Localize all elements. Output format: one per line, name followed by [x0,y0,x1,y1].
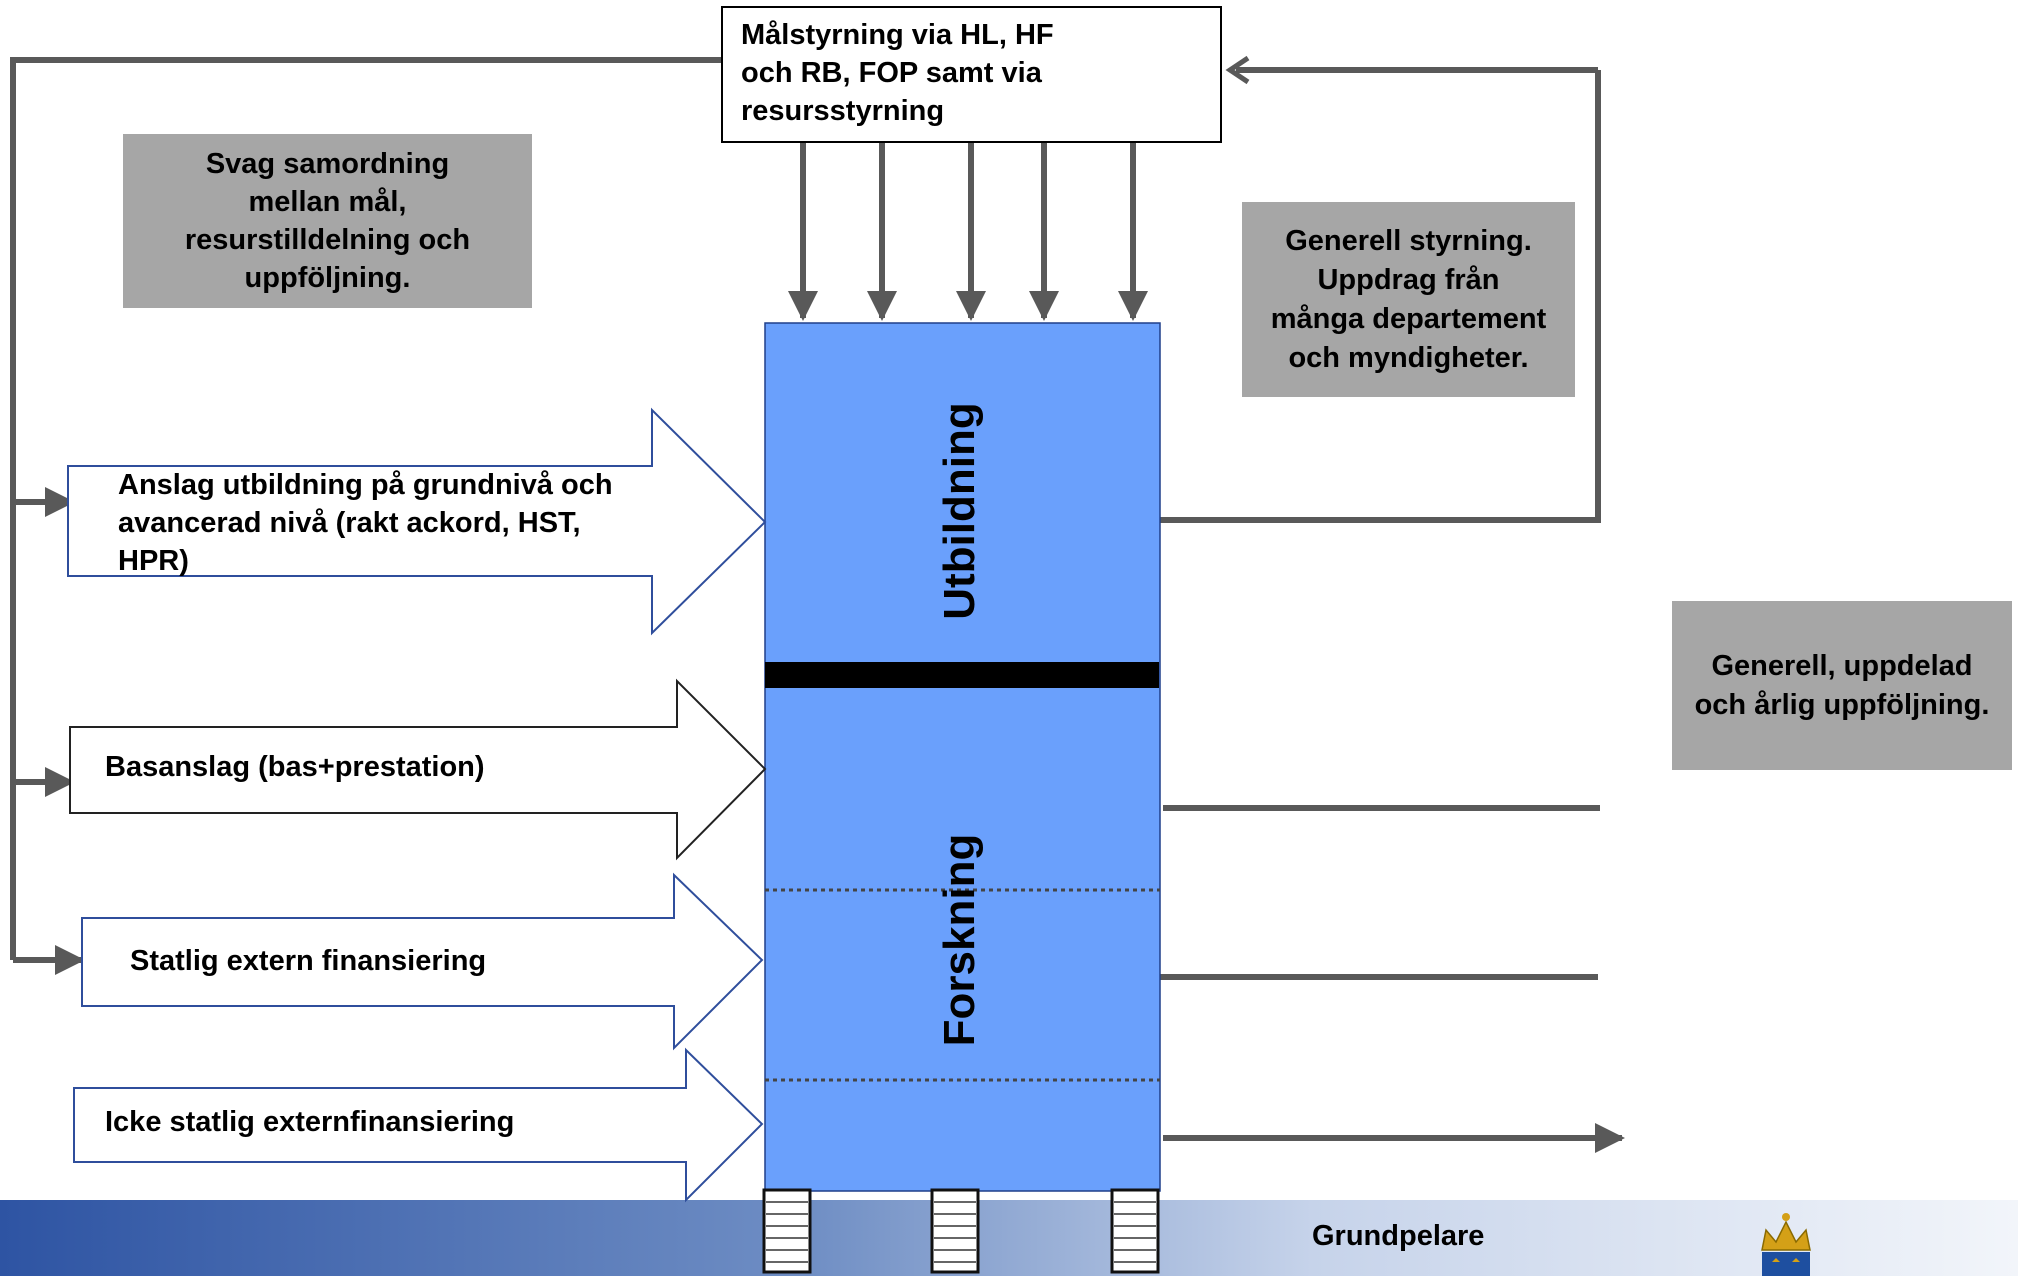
column-divider [765,662,1159,688]
input-label-3: Statlig extern finansiering [130,945,487,977]
crown-logo-icon [1761,1213,1811,1276]
right-connector [1160,70,1601,980]
column-label-utbildning: Utbildning [935,402,984,620]
note-left-text: Svag samordning mellan mål, resurstillde… [184,148,471,294]
note-right-top-text: Generell styrning. Uppdrag från många de… [1270,224,1547,374]
pillar-2 [930,1188,980,1274]
right-to-topbox-arrowhead [1225,55,1250,85]
note-left: Svag samordning mellan mål, resurstillde… [123,134,532,308]
input-label-4: Icke statlig externfinansiering [105,1106,515,1138]
note-right: Generell, uppdelad och årlig uppföljning… [1672,601,2012,770]
input-arrow-4 [73,1047,764,1203]
input-arrow-3 [81,872,764,1051]
pillar-1 [762,1188,812,1274]
top-box [721,6,1222,143]
input-label-1: Anslag utbildning på grundnivå och avanc… [118,469,613,577]
pillar-3 [1110,1188,1160,1274]
input-label-2: Basanslag (bas+prestation) [105,751,485,783]
column-label-forskning: Forskning [935,833,984,1047]
input-arrow-2 [69,678,767,861]
left-connector [10,57,722,960]
note-right-top: Generell styrning. Uppdrag från många de… [1242,202,1575,397]
central-column [764,322,1161,1192]
footer-label: Grundpelare [1312,1220,1485,1252]
note-right-text: Generell, uppdelad och årlig uppföljning… [1694,649,1990,721]
topbox-down-arrows [788,143,1148,321]
top-box-text: Målstyrning via HL, HF och RB, FOP samt … [741,19,1054,127]
footer-band [0,1200,2018,1276]
input-arrow-1 [67,407,767,636]
